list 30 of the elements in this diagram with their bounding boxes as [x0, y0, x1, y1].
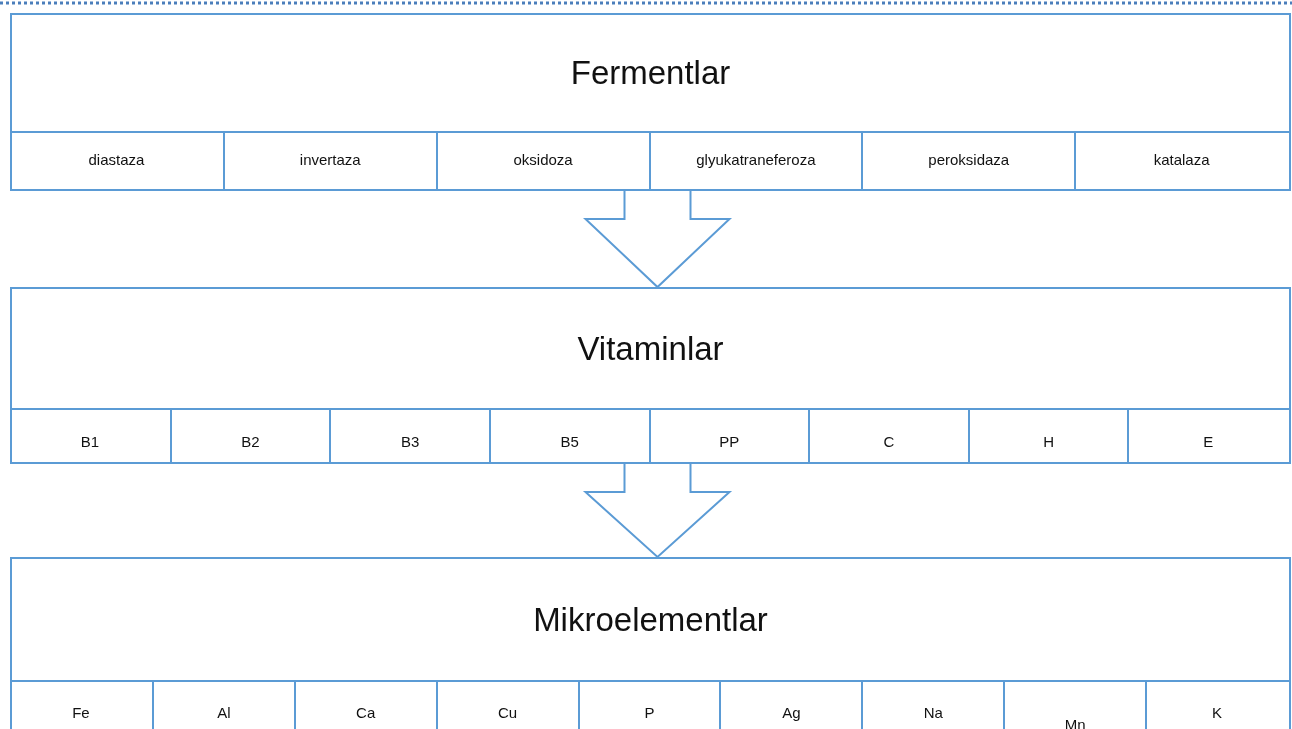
cell-text: B1	[80, 433, 99, 452]
cell-text: P	[644, 704, 655, 723]
cell-text: oksidoza	[513, 151, 573, 170]
cell-text: K	[1212, 704, 1223, 723]
cell-text: Ag	[782, 704, 801, 723]
cell-text: peroksidaza	[928, 151, 1010, 170]
cell-text: glyukatraneferoza	[696, 151, 816, 170]
cell-text: Al	[217, 704, 231, 723]
cell-text: B2	[241, 433, 260, 452]
table-heading: Vitaminlar	[577, 329, 724, 368]
block-arrow	[582, 463, 733, 559]
cell-text: Cu	[498, 704, 518, 723]
block-arrow	[583, 190, 732, 289]
cell-text: katalaza	[1153, 151, 1210, 170]
table-heading: Mikroelementlar	[533, 600, 768, 639]
cell-text: PP	[719, 433, 740, 452]
table-box	[10, 557, 1291, 729]
table-box	[10, 287, 1291, 464]
table-box	[10, 13, 1291, 191]
cell-text: Fe	[72, 704, 90, 723]
cell-text: B5	[560, 433, 579, 452]
cell-text: E	[1203, 433, 1214, 452]
cell-text: Na	[923, 704, 943, 723]
cell-text: B3	[400, 433, 420, 452]
cell-text: diastaza	[88, 151, 145, 170]
cell-text: Ca	[356, 704, 376, 723]
cell-text: H	[1043, 433, 1054, 452]
cell-text: C	[883, 433, 895, 452]
table-heading: Fermentlar	[570, 54, 731, 92]
cell-text: invertaza	[299, 151, 361, 170]
